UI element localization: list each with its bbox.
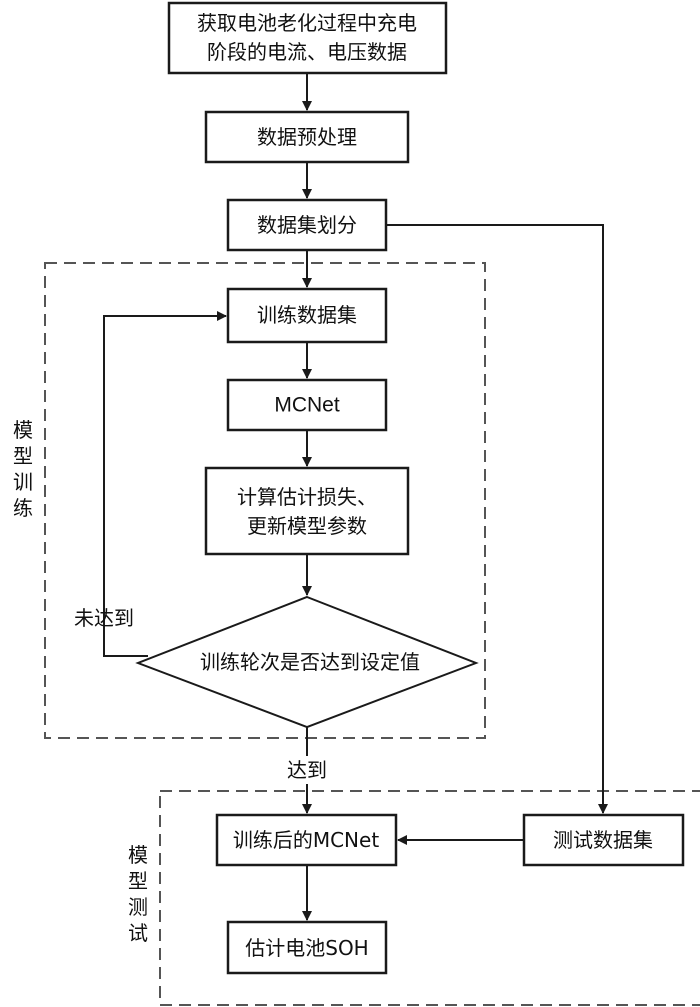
arrow-loop-not-reached	[103, 311, 227, 657]
node-trained-model-label: 训练后的MCNet	[233, 828, 379, 852]
connectors	[103, 73, 608, 921]
node-split-label: 数据集划分	[257, 213, 357, 237]
training-group-frame	[44, 262, 486, 739]
group-label-training: 模 型 训 练	[13, 418, 33, 520]
arrow-split-testset	[387, 224, 608, 814]
node-test-set-label: 测试数据集	[553, 828, 653, 852]
node-train-set-label: 训练数据集	[257, 303, 357, 327]
node-test-set: 测试数据集	[522, 813, 685, 867]
node-loss-line2: 更新模型参数	[247, 514, 367, 538]
node-acquire-line2: 阶段的电流、电压数据	[207, 40, 407, 64]
edge-label-reached: 达到	[287, 758, 327, 782]
node-trained-model: 训练后的MCNet	[215, 813, 398, 867]
node-preprocess: 数据预处理	[204, 110, 410, 164]
node-decision: 训练轮次是否达到设定值	[135, 595, 479, 729]
node-decision-label: 训练轮次是否达到设定值	[200, 650, 420, 674]
node-loss-line1: 计算估计损失、	[237, 485, 377, 509]
node-model: MCNet	[226, 378, 388, 432]
node-estimate: 估计电池SOH	[226, 920, 388, 975]
group-label-testing-char: 测	[128, 895, 148, 919]
group-label-testing-char: 模	[128, 843, 148, 867]
node-acquire-line1: 获取电池老化过程中充电	[197, 11, 417, 35]
node-acquire: 获取电池老化过程中充电 阶段的电流、电压数据	[167, 1, 448, 75]
node-split: 数据集划分	[226, 198, 388, 252]
node-estimate-label: 估计电池SOH	[245, 936, 368, 960]
group-label-testing-char: 型	[128, 869, 148, 893]
group-label-testing-char: 试	[128, 921, 148, 945]
node-model-label: MCNet	[274, 394, 340, 417]
testing-group-frame	[159, 790, 700, 1006]
group-label-testing: 模 型 测 试	[128, 843, 148, 945]
node-preprocess-label: 数据预处理	[257, 125, 357, 149]
group-label-training-char: 模	[13, 418, 33, 442]
edge-label-not-reached: 未达到	[74, 606, 134, 630]
node-train-set: 训练数据集	[226, 287, 388, 344]
group-label-training-char: 练	[13, 496, 33, 520]
node-loss: 计算估计损失、 更新模型参数	[204, 466, 410, 556]
group-label-training-char: 训	[13, 470, 33, 494]
group-label-training-char: 型	[13, 444, 33, 468]
